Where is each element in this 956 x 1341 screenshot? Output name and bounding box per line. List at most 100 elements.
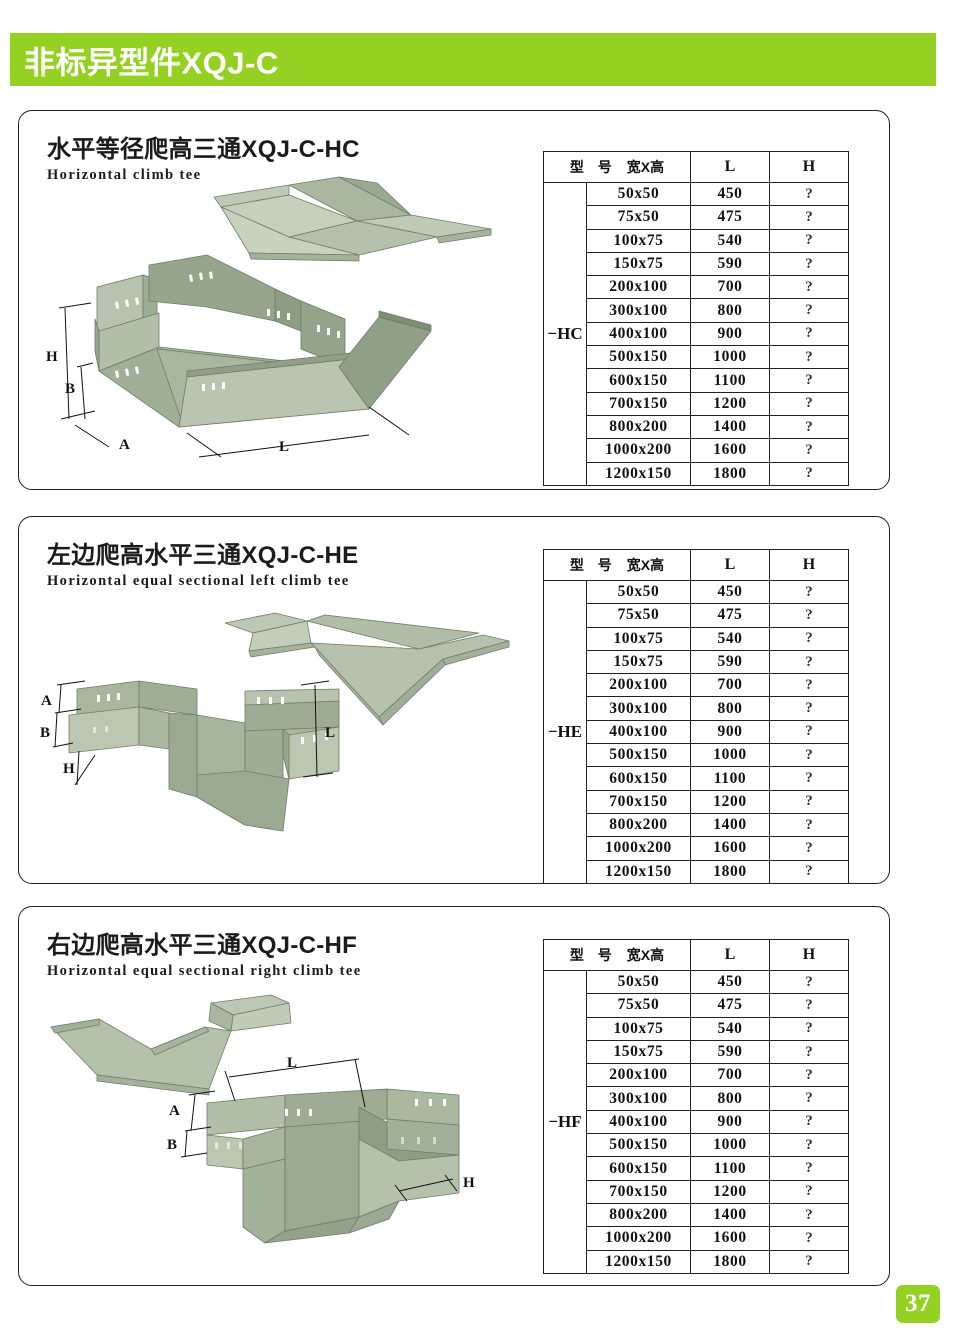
cell-size: 300x100 <box>586 298 691 323</box>
cell-height: ? <box>769 181 849 207</box>
cell-size: 700x150 <box>586 1179 691 1204</box>
cell-height: ? <box>769 993 849 1018</box>
cell-length: 450 <box>690 969 770 995</box>
cell-height: ? <box>769 368 849 393</box>
cell-length: 900 <box>690 1109 770 1135</box>
cell-height: ? <box>769 1249 849 1274</box>
section-title-en: Horizontal climb tee <box>47 166 202 183</box>
header-col-L: L <box>690 151 770 183</box>
cell-size: 1000x200 <box>586 836 691 861</box>
cell-size: 1000x200 <box>586 1226 691 1251</box>
cell-height: ? <box>769 603 849 628</box>
cell-length: 590 <box>690 649 770 675</box>
dimension-lines <box>180 1058 458 1202</box>
tray-body <box>94 254 432 428</box>
section-title-cn: 左边爬高水平三通XQJ-C-HE <box>47 542 359 569</box>
cell-size: 200x100 <box>586 673 691 698</box>
cell-height: ? <box>769 766 849 791</box>
cell-size: 500x150 <box>586 743 691 768</box>
product-illustration-he: A B H L <box>39 585 539 885</box>
page-number-badge: 37 <box>896 1285 940 1323</box>
header-model-dim: 宽X高 <box>626 947 665 963</box>
cell-length: 475 <box>690 603 770 628</box>
header-model-dim: 宽X高 <box>626 557 665 573</box>
cell-series-label: −HE <box>543 580 587 884</box>
cell-size: 800x200 <box>586 1202 691 1228</box>
cell-height: ? <box>769 298 849 323</box>
cell-length: 1200 <box>690 789 770 814</box>
cell-height: ? <box>769 719 849 745</box>
mounting-slots <box>115 271 340 391</box>
cell-size: 700x150 <box>586 789 691 814</box>
cell-length: 1100 <box>690 766 770 791</box>
cell-size: 300x100 <box>586 1086 691 1111</box>
cell-size: 400x100 <box>586 321 691 347</box>
cell-length: 1000 <box>690 1133 770 1158</box>
cell-length: 1200 <box>690 1179 770 1204</box>
cell-length: 1400 <box>690 812 770 838</box>
cell-height: ? <box>769 1179 849 1204</box>
section-title-cn: 水平等径爬高三通XQJ-C-HC <box>47 136 360 163</box>
cell-length: 1800 <box>690 461 770 486</box>
cell-size: 75x50 <box>586 205 691 230</box>
product-section-hf: 右边爬高水平三通XQJ-C-HF Horizontal equal sectio… <box>18 906 890 1286</box>
cell-size: 600x150 <box>586 766 691 791</box>
cell-size: 800x200 <box>586 812 691 838</box>
cell-size: 400x100 <box>586 1109 691 1135</box>
cell-size: 1200x150 <box>586 859 691 884</box>
header-col-H: H <box>769 151 849 183</box>
table-header-row: 型 号宽X高 L H <box>543 151 849 183</box>
page-title: 非标异型件XQJ-C <box>24 45 279 80</box>
cell-length: 1100 <box>690 368 770 393</box>
product-section-he: 左边爬高水平三通XQJ-C-HE Horizontal equal sectio… <box>18 516 890 884</box>
cell-height: ? <box>769 275 849 300</box>
cell-length: 1400 <box>690 414 770 440</box>
cell-size: 800x200 <box>586 414 691 440</box>
header-model-cn: 型 号 <box>569 557 617 573</box>
cell-height: ? <box>769 1133 849 1158</box>
page-number-value: 37 <box>905 1290 931 1317</box>
cover-plate <box>224 612 510 726</box>
cell-length: 1200 <box>690 391 770 416</box>
cell-size: 200x100 <box>586 275 691 300</box>
cell-length: 1600 <box>690 438 770 463</box>
cell-height: ? <box>769 859 849 884</box>
cell-length: 450 <box>690 181 770 207</box>
cell-length: 450 <box>690 579 770 605</box>
cover-plate <box>50 994 292 1096</box>
header-model-cn: 型 号 <box>569 947 617 963</box>
header-col-H: H <box>769 939 849 971</box>
cell-height: ? <box>769 1063 849 1088</box>
cell-height: ? <box>769 1202 849 1228</box>
cell-size: 600x150 <box>586 368 691 393</box>
cell-length: 1600 <box>690 1226 770 1251</box>
tray-body <box>206 1088 460 1244</box>
cell-size: 100x75 <box>586 626 691 651</box>
cover-plate <box>213 176 492 262</box>
cell-size: 200x100 <box>586 1063 691 1088</box>
cell-height: ? <box>769 649 849 675</box>
cell-height: ? <box>769 789 849 814</box>
cell-length: 700 <box>690 1063 770 1088</box>
